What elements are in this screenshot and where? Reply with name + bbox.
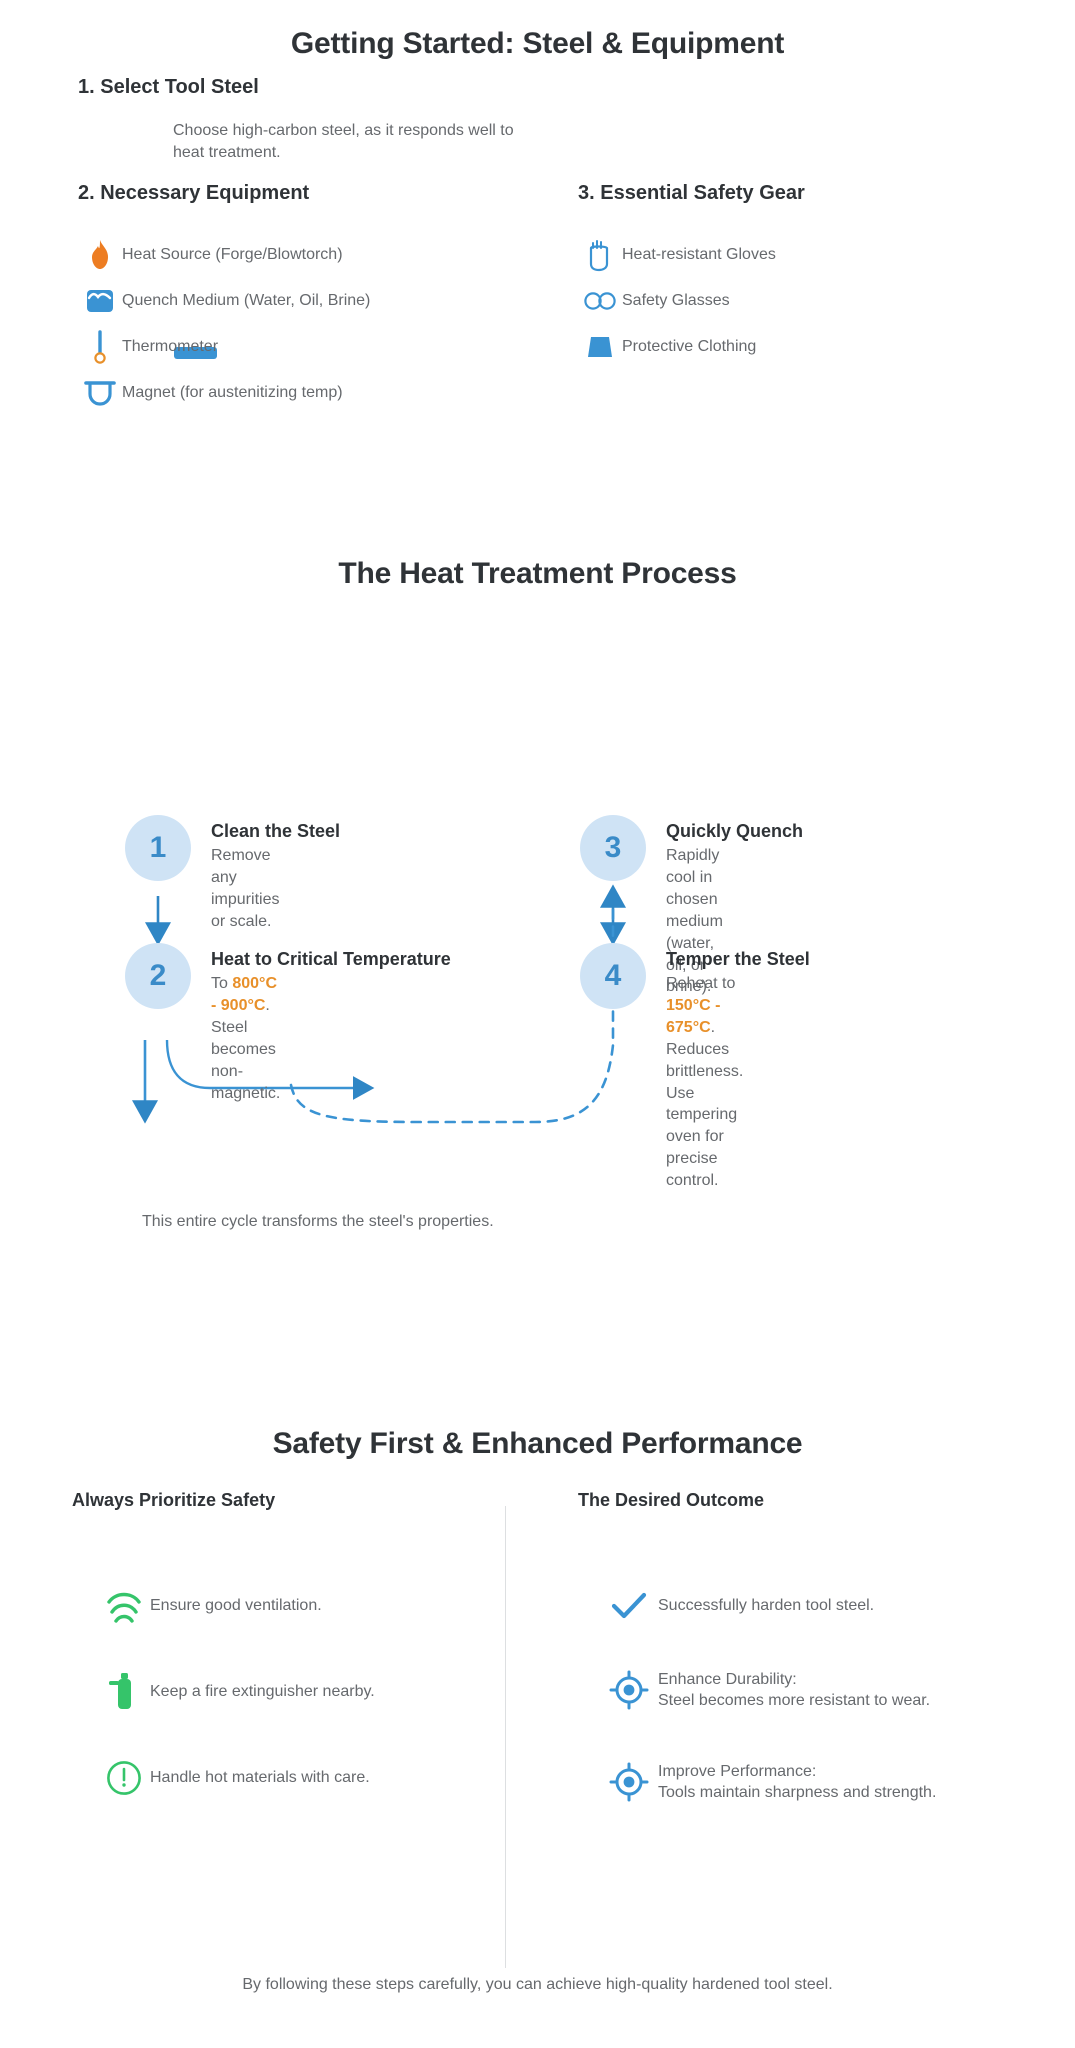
check-icon (600, 1590, 658, 1622)
target-icon (600, 1670, 658, 1710)
safety-tip-label: Ensure good ventilation. (150, 1597, 322, 1614)
outcome-item-label: Improve Performance: Tools maintain shar… (658, 1762, 937, 1801)
step-description: To 800°C - 900°C. Steel becomes non-magne… (211, 973, 280, 1104)
equipment-item-label: Heat Source (Forge/Blowtorch) (122, 246, 343, 263)
equipment-item-label: Magnet (for austenitizing temp) (122, 384, 343, 401)
thermometer-icon (78, 329, 122, 365)
step-description: Rapidly cool in chosen medium (water, oi… (666, 847, 723, 996)
step-desc-prefix: To (211, 975, 233, 992)
step-number-badge: 4 (580, 943, 646, 1009)
heat-source-accent-bar (174, 347, 217, 359)
magnet-icon (78, 377, 122, 409)
target-icon (600, 1762, 658, 1802)
safety-tip-ventilation: Ensure good ventilation. (98, 1584, 322, 1628)
step-number-badge: 2 (125, 943, 191, 1009)
select-tool-steel-description: Choose high-carbon steel, as it responds… (173, 122, 514, 161)
step-description: Reheat to 150°C - 675°C. Reduces brittlen… (666, 973, 743, 1192)
equipment-item-label: Quench Medium (Water, Oil, Brine) (122, 292, 371, 309)
safety-tip-label: Keep a fire extinguisher nearby. (150, 1683, 375, 1700)
safety-gear-item-glasses: Safety Glasses (578, 284, 730, 318)
step-title: Quickly Quench (666, 821, 804, 841)
equipment-item-magnet: Magnet (for austenitizing temp) (78, 376, 343, 410)
temperature-value: 800°C - 900°C (211, 975, 277, 1014)
glove-icon (578, 237, 622, 273)
safety-column-heading: Always Prioritize Safety (72, 1490, 276, 1510)
step-description: Remove any impurities or scale. (211, 847, 280, 930)
outcome-column-heading: The Desired Outcome (578, 1490, 765, 1510)
step-desc-suffix: . (265, 996, 270, 1014)
equipment-item-thermometer: Thermometer (78, 330, 218, 364)
step-title: Temper the Steel (666, 949, 810, 969)
ventilation-icon (98, 1588, 150, 1624)
equipment-item-heat-source: Heat Source (Forge/Blowtorch) (78, 238, 343, 272)
safety-gear-item-label: Heat-resistant Gloves (622, 246, 776, 263)
select-tool-steel-heading: 1. Select Tool Steel (78, 76, 259, 98)
outcome-item-durability: Enhance Durability: Steel becomes more r… (600, 1664, 930, 1716)
step-title: Clean the Steel (211, 821, 341, 841)
step-number-badge: 1 (125, 815, 191, 881)
step-number-badge: 3 (580, 815, 646, 881)
step-desc-suffix: . (710, 1018, 716, 1036)
essential-safety-gear-heading: 3. Essential Safety Gear (578, 182, 805, 204)
fire-extinguisher-icon (98, 1671, 150, 1713)
necessary-equipment-heading: 2. Necessary Equipment (78, 182, 310, 204)
water-container-icon (78, 287, 122, 315)
warning-circle-icon (98, 1759, 150, 1797)
footer-note: By following these steps carefully, you … (242, 1976, 833, 1993)
flame-icon (78, 239, 122, 271)
equipment-item-quench-medium: Quench Medium (Water, Oil, Brine) (78, 284, 370, 318)
step-desc-prefix: Reheat to (666, 975, 736, 992)
safety-tip-handle-with-care: Handle hot materials with care. (98, 1756, 370, 1800)
safety-tip-fire-extinguisher: Keep a fire extinguisher nearby. (98, 1670, 375, 1714)
equipment-item-label: Thermometer (122, 338, 219, 355)
column-divider (505, 1506, 506, 1968)
outcome-item-label: Enhance Durability: Steel becomes more r… (658, 1670, 931, 1709)
safety-gear-item-clothing: Protective Clothing (578, 330, 756, 364)
step-desc-line2: Reduces brittleness. Use tempering oven … (666, 1040, 744, 1190)
outcome-item-performance: Improve Performance: Tools maintain shar… (600, 1756, 936, 1808)
final-title: Safety First & Enhanced Performance (272, 1427, 803, 1460)
safety-glasses-icon (578, 291, 622, 311)
safety-gear-item-label: Protective Clothing (622, 338, 757, 355)
step-desc-line2: Steel becomes non-magnetic. (211, 1018, 281, 1102)
process-flow-arrows (132, 884, 626, 1124)
process-title: The Heat Treatment Process (338, 557, 737, 590)
protective-clothing-icon (578, 334, 622, 360)
safety-gear-item-gloves: Heat-resistant Gloves (578, 238, 776, 272)
cycle-note: This entire cycle transforms the steel's… (142, 1213, 494, 1230)
step-title: Heat to Critical Temperature (211, 949, 451, 969)
intro-title: Getting Started: Steel & Equipment (290, 27, 785, 60)
temperature-value: 150°C - 675°C (666, 996, 721, 1036)
outcome-item-harden: Successfully harden tool steel. (600, 1584, 874, 1628)
safety-gear-item-label: Safety Glasses (622, 292, 730, 309)
outcome-item-label: Successfully harden tool steel. (658, 1597, 875, 1615)
safety-tip-label: Handle hot materials with care. (150, 1769, 370, 1786)
